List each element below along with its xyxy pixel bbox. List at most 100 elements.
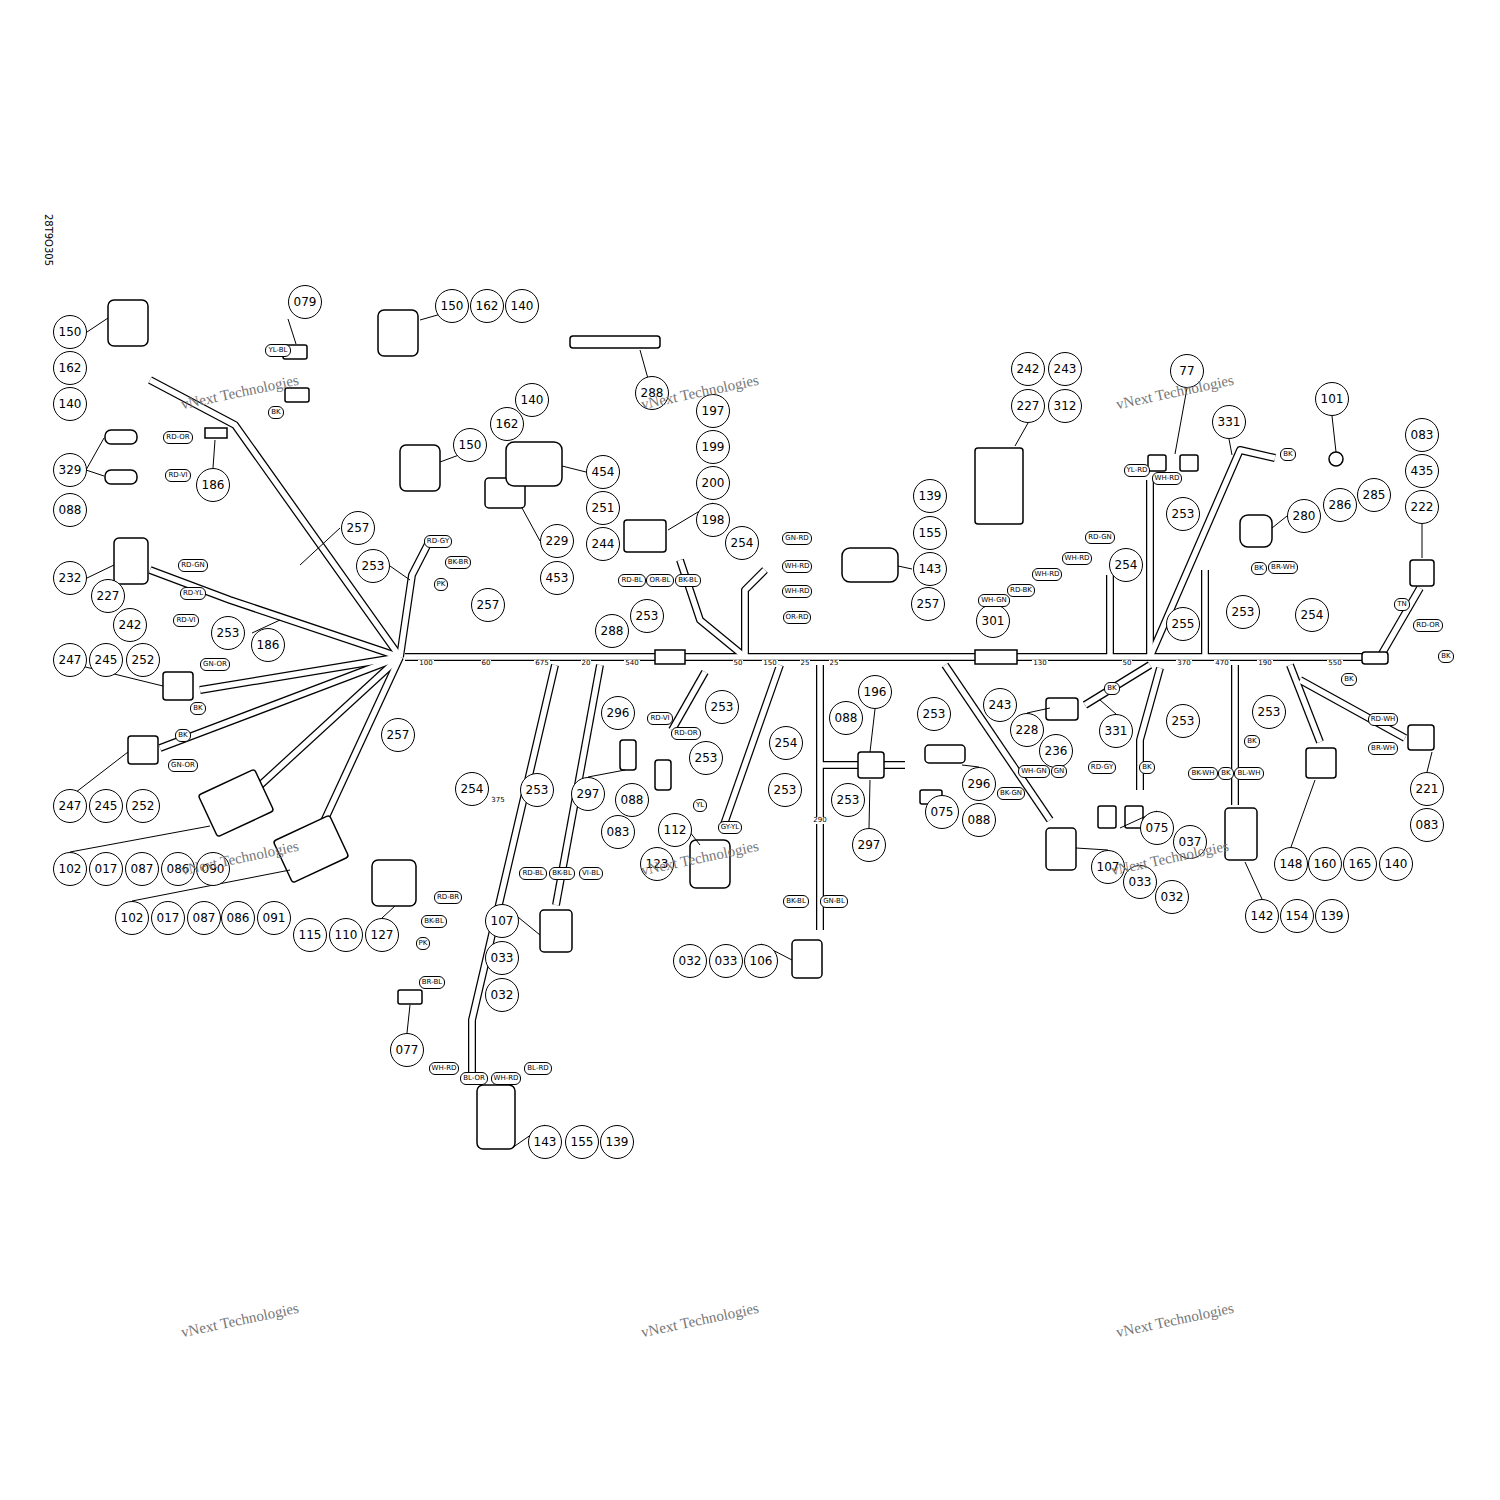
callout-number: 154 bbox=[1286, 910, 1309, 922]
callout-circle: 142 bbox=[1245, 899, 1279, 933]
callout-number: 242 bbox=[119, 619, 142, 631]
wire-color-tag: RD-OR bbox=[671, 727, 700, 740]
callout-number: 301 bbox=[982, 615, 1005, 627]
callout-number: 140 bbox=[511, 300, 534, 312]
dimension-label: 130 bbox=[1032, 660, 1047, 667]
callout-number: 148 bbox=[1280, 858, 1303, 870]
callout-number: 247 bbox=[59, 800, 82, 812]
callout-circle: 200 bbox=[696, 466, 730, 500]
callout-number: 198 bbox=[702, 514, 725, 526]
callout-circle: 140 bbox=[515, 383, 549, 417]
wire-color-tag: BK-GN bbox=[997, 787, 1025, 800]
callout-circle: 257 bbox=[471, 588, 505, 622]
callout-number: 255 bbox=[1172, 618, 1195, 630]
callout-circle: 155 bbox=[565, 1125, 599, 1159]
callout-circle: 301 bbox=[976, 604, 1010, 638]
callout-number: 033 bbox=[491, 952, 514, 964]
callout-circle: 075 bbox=[1140, 811, 1174, 845]
callout-circle: 083 bbox=[1405, 418, 1439, 452]
callout-circle: 102 bbox=[115, 901, 149, 935]
callout-number: 329 bbox=[59, 464, 82, 476]
callout-circle: 087 bbox=[125, 852, 159, 886]
callout-circle: 254 bbox=[725, 526, 759, 560]
dimension-label: 470 bbox=[1214, 660, 1229, 667]
callout-number: 296 bbox=[607, 707, 630, 719]
callout-number: 088 bbox=[968, 814, 991, 826]
callout-circle: 312 bbox=[1048, 389, 1082, 423]
callout-circle: 242 bbox=[1011, 352, 1045, 386]
wire-color-tag: BK bbox=[1139, 761, 1154, 774]
callout-number: 032 bbox=[679, 955, 702, 967]
callout-number: 253 bbox=[1172, 508, 1195, 520]
dimension-label: 190 bbox=[1257, 660, 1272, 667]
callout-number: 091 bbox=[263, 912, 286, 924]
callout-number: 017 bbox=[157, 912, 180, 924]
callout-number: 155 bbox=[571, 1136, 594, 1148]
callout-number: 162 bbox=[59, 362, 82, 374]
callout-number: 245 bbox=[95, 654, 118, 666]
callout-number: 139 bbox=[1321, 910, 1344, 922]
callout-number: 083 bbox=[607, 826, 630, 838]
callout-circle: 331 bbox=[1212, 405, 1246, 439]
callout-circle: 253 bbox=[1226, 595, 1260, 629]
callout-number: 257 bbox=[477, 599, 500, 611]
callout-number: 106 bbox=[750, 955, 773, 967]
callout-number: 033 bbox=[715, 955, 738, 967]
callout-circle: 077 bbox=[390, 1033, 424, 1067]
wire-color-tag: RD-GY bbox=[1088, 761, 1116, 774]
callout-circle: 140 bbox=[53, 387, 87, 421]
wire-color-tag: WH-RD bbox=[1152, 472, 1183, 485]
callout-circle: 091 bbox=[257, 901, 291, 935]
callout-number: 197 bbox=[702, 405, 725, 417]
wire-color-tag: BK bbox=[268, 406, 283, 419]
watermark: vNext Technologies bbox=[180, 372, 300, 412]
wire-color-tag: RD-OR bbox=[1413, 619, 1442, 632]
callout-circle: 083 bbox=[601, 815, 635, 849]
callout-number: 186 bbox=[257, 639, 280, 651]
dimension-label: 370 bbox=[1176, 660, 1191, 667]
callout-circle: 088 bbox=[829, 701, 863, 735]
callout-circle: 253 bbox=[689, 741, 723, 775]
callout-number: 253 bbox=[837, 794, 860, 806]
callout-circle: 228 bbox=[1010, 713, 1044, 747]
drawing-id: 28T9O305 bbox=[43, 214, 53, 266]
wire-color-tag: WH-RD bbox=[1032, 568, 1063, 581]
callout-number: 254 bbox=[731, 537, 754, 549]
callout-circle: 254 bbox=[769, 726, 803, 760]
callout-number: 257 bbox=[347, 522, 370, 534]
callout-circle: 296 bbox=[601, 696, 635, 730]
callout-number: 296 bbox=[968, 778, 991, 790]
callout-number: 186 bbox=[202, 479, 225, 491]
callout-number: 200 bbox=[702, 477, 725, 489]
callout-number: 243 bbox=[989, 699, 1012, 711]
callout-number: 227 bbox=[97, 590, 120, 602]
callout-circle: 150 bbox=[453, 428, 487, 462]
callout-number: 143 bbox=[534, 1136, 557, 1148]
callout-circle: 251 bbox=[586, 491, 620, 525]
callout-number: 162 bbox=[496, 418, 519, 430]
callout-number: 253 bbox=[526, 784, 549, 796]
dimension-label: 50 bbox=[733, 660, 744, 667]
callout-circle: 253 bbox=[768, 773, 802, 807]
callout-number: 253 bbox=[923, 708, 946, 720]
callout-number: 102 bbox=[121, 912, 144, 924]
callout-circle: 253 bbox=[831, 783, 865, 817]
callout-circle: 150 bbox=[53, 315, 87, 349]
callout-number: 087 bbox=[193, 912, 216, 924]
callout-number: 232 bbox=[59, 572, 82, 584]
dimension-label: 675 bbox=[534, 660, 549, 667]
wire-color-tag: RD-BR bbox=[434, 891, 462, 904]
callout-circle: 253 bbox=[1252, 695, 1286, 729]
callout-number: 254 bbox=[1301, 609, 1324, 621]
callout-circle: 088 bbox=[53, 493, 87, 527]
callout-number: 139 bbox=[919, 490, 942, 502]
callout-circle: 165 bbox=[1343, 847, 1377, 881]
callout-circle: 017 bbox=[89, 852, 123, 886]
wire-color-tag: RD-VI bbox=[647, 712, 672, 725]
wire-color-tag: RD-GN bbox=[178, 559, 208, 572]
callout-circle: 453 bbox=[540, 561, 574, 595]
callout-number: 165 bbox=[1349, 858, 1372, 870]
callout-circle: 088 bbox=[962, 803, 996, 837]
callout-circle: 139 bbox=[600, 1125, 634, 1159]
callout-number: 088 bbox=[835, 712, 858, 724]
